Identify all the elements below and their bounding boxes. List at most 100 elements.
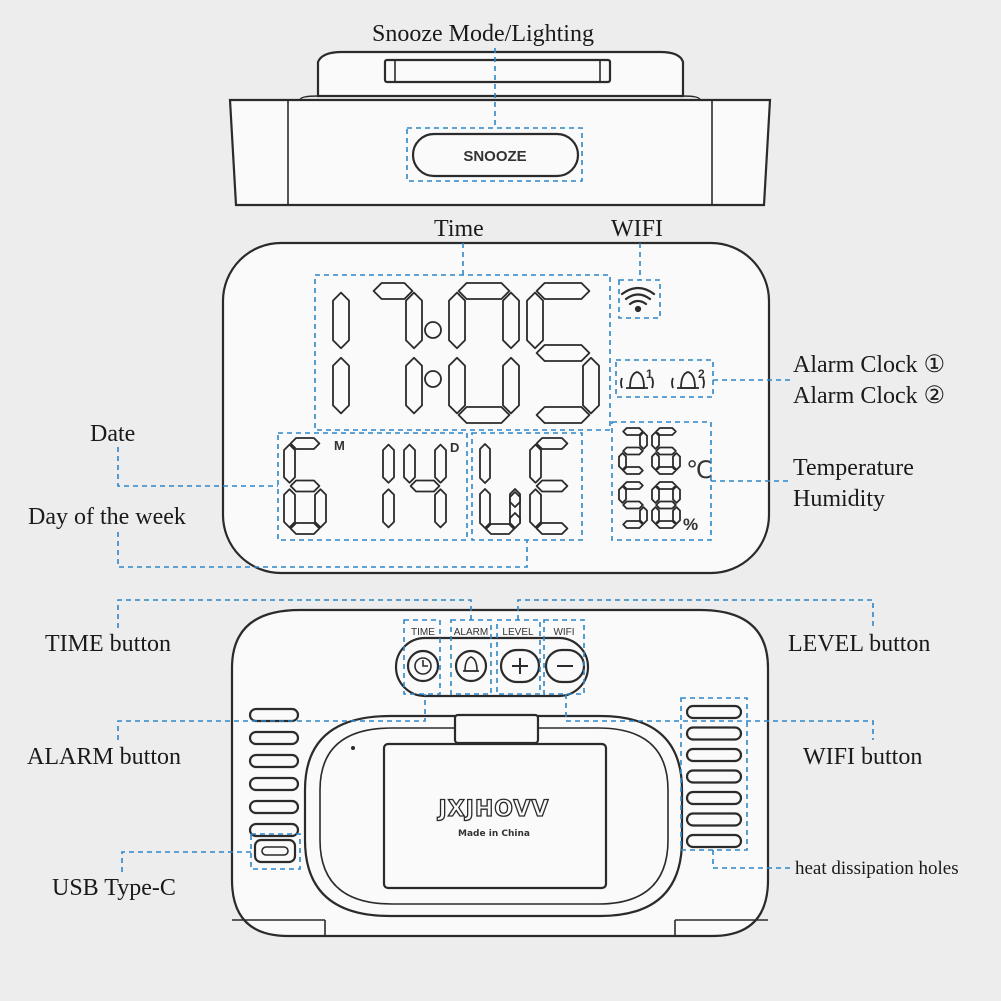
weekday-letter-1-seg-f — [529, 443, 542, 484]
time-digit-2-seg-f — [448, 291, 466, 350]
weekday-letter-0-seg-e — [479, 488, 491, 529]
right-vent-slot — [685, 790, 743, 806]
humidity-label: Humidity — [793, 486, 886, 512]
time-digit-2-seg-c — [502, 356, 520, 415]
time-digit-2-seg-e — [448, 356, 466, 415]
temperature-digit-1-seg-f — [651, 431, 660, 450]
humidity-unit: % — [683, 515, 698, 534]
alarm-button-label: ALARM button — [27, 744, 182, 770]
temperature-digit-1-seg-c — [672, 452, 681, 471]
left-vent-slot — [248, 730, 300, 746]
date-day-digit-0-seg-c — [382, 488, 395, 529]
snooze-key-label: SNOOZE — [463, 148, 526, 165]
temperature-digit-0-seg-g — [622, 446, 644, 456]
date-month-digit-seg-c — [314, 488, 327, 529]
temperature-digit-1-seg-d — [655, 466, 677, 475]
date-month-marker: M — [334, 438, 345, 453]
alarm-clock-2-label: Alarm Clock ② — [793, 383, 946, 409]
date-callout-line — [117, 447, 278, 487]
back-view — [230, 608, 770, 938]
time-digit-0-seg-c — [332, 356, 350, 415]
button-label-alarm: ALARM — [454, 627, 488, 638]
time-digit-3-seg-g — [535, 344, 591, 362]
right-vent-slot — [685, 747, 743, 763]
time-digit-2-seg-a — [457, 282, 511, 300]
button-label-time: TIME — [411, 627, 435, 638]
top-view: SNOOZE — [228, 50, 772, 207]
weekday-letter-0-inner — [509, 491, 521, 529]
humidity-digit-0-seg-a — [622, 481, 644, 490]
weekday-letter-1-seg-a — [535, 437, 569, 450]
left-vent-slot — [248, 822, 300, 838]
time-digit-1-seg-c — [405, 356, 423, 415]
button-label-level: LEVEL — [502, 627, 534, 638]
alarm-button[interactable] — [454, 649, 488, 683]
time-digit-3-seg-f — [526, 291, 544, 350]
humidity-digit-1 — [651, 481, 681, 529]
time-button[interactable] — [406, 649, 440, 683]
time-digit-3 — [526, 282, 600, 424]
date-day-digit-0 — [382, 443, 395, 529]
alarm-2-bell-icon — [671, 371, 705, 389]
left-vent-slot — [248, 799, 300, 815]
day-of-week-label: Day of the week — [28, 504, 186, 530]
humidity-digit-1-seg-b — [672, 485, 681, 504]
usb-label: USB Type-C — [52, 875, 176, 901]
snooze-mode-label: Snooze Mode/Lighting — [372, 21, 594, 47]
time-digit-0 — [332, 291, 350, 415]
usb-callout-line — [121, 851, 251, 872]
level-button-label: LEVEL button — [788, 631, 931, 657]
heat-holes-label: heat dissipation holes — [795, 858, 959, 879]
date-month-digit-seg-f — [283, 443, 296, 484]
humidity-digit-1-seg-a — [655, 481, 677, 490]
vent-holes — [248, 704, 743, 849]
lcd-digits — [283, 282, 681, 535]
temperature-unit: ℃ — [686, 456, 713, 484]
time-colon-lower — [424, 370, 442, 388]
time-digit-0-seg-b — [332, 291, 350, 350]
time-digit-3-seg-a — [535, 282, 591, 300]
wifi-btn-callout-line — [565, 694, 874, 740]
temperature-digit-0-seg-d — [622, 466, 644, 475]
wifi-label: WIFI — [611, 216, 663, 242]
left-vent-slot — [248, 753, 300, 769]
brand-logo: JXJHOVV — [437, 797, 550, 822]
humidity-digit-1-seg-g — [655, 500, 677, 510]
wifi-icon — [620, 286, 656, 313]
wifi-minus-button[interactable] — [544, 648, 586, 684]
level-plus-button[interactable] — [499, 648, 541, 684]
heat-holes-callout-line — [712, 850, 792, 869]
alarm-callout-box — [615, 359, 714, 398]
humidity-digit-1-seg-c — [672, 506, 681, 525]
time-digit-1 — [372, 282, 423, 415]
date-label: Date — [90, 421, 136, 447]
right-vent-slot — [685, 726, 743, 741]
temperature-digit-1-seg-e — [651, 452, 660, 471]
date-month-digit-seg-a — [289, 437, 321, 450]
snooze-key[interactable] — [411, 132, 580, 178]
time-colon-upper — [424, 321, 442, 339]
humidity-digit-0-seg-c — [639, 506, 648, 525]
humidity-digit-0 — [618, 481, 648, 529]
date-day-digit-1-seg-f — [403, 443, 416, 484]
left-vent-slot — [248, 776, 300, 792]
alarm-clock-1-label: Alarm Clock ① — [793, 352, 946, 378]
weekday-letter-1-seg-e — [529, 488, 542, 529]
alarm-1-index: 1 — [646, 367, 653, 381]
temperature-digit-1-seg-a — [655, 427, 677, 436]
date-day-digit-1-seg-b — [434, 443, 447, 484]
usb-callout-box — [250, 833, 301, 870]
wifi-btn-callout-box — [543, 619, 585, 695]
usb-port[interactable] — [253, 838, 297, 864]
time-btn-callout-box — [403, 619, 441, 695]
date-day-digit-1-seg-c — [434, 488, 447, 529]
humidity-digit-1-seg-d — [655, 520, 677, 529]
date-day-marker: D — [450, 440, 459, 455]
weekday-letter-0-seg-d — [485, 523, 515, 535]
button-label-wifi: WIFI — [553, 627, 574, 638]
date-month-digit-seg-d — [289, 522, 321, 535]
temperature-digit-1 — [651, 427, 681, 475]
date-month-digit-seg-g — [289, 479, 321, 493]
time-digit-2 — [448, 282, 520, 424]
